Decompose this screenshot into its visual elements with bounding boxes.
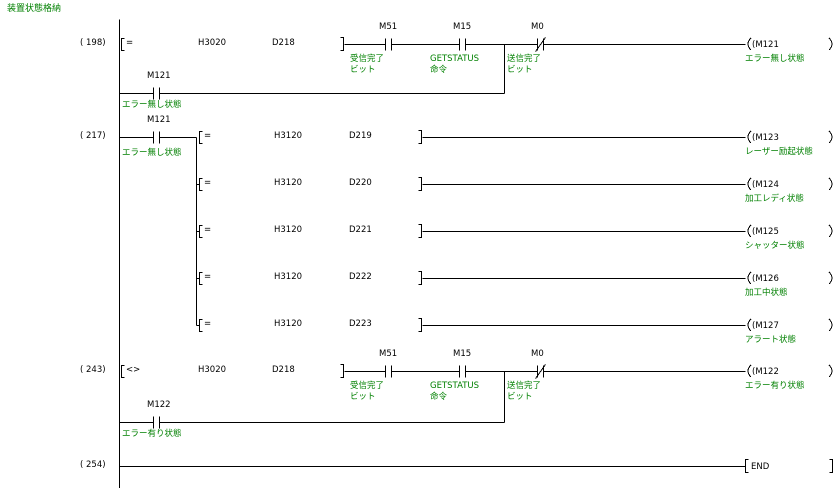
coil-device-label[interactable]: (M126 bbox=[752, 274, 779, 284]
compare-operator: = bbox=[204, 225, 211, 235]
contact-comment: 送信完了 bbox=[507, 53, 541, 64]
coil-comment: アラート状態 bbox=[745, 334, 796, 345]
compare-operator: = bbox=[204, 272, 211, 282]
coil-device-label[interactable]: (M123 bbox=[752, 133, 779, 143]
compare-operand-a: H3120 bbox=[274, 178, 302, 188]
coil-right-arc bbox=[828, 364, 833, 378]
step-number: ( 243) bbox=[80, 365, 106, 375]
contact-device-label[interactable]: M121 bbox=[147, 71, 171, 81]
coil-right-arc bbox=[828, 37, 833, 51]
coil-left-arc bbox=[747, 130, 752, 144]
compare-open-bracket bbox=[199, 272, 203, 285]
compare-operand-a: H3120 bbox=[274, 131, 302, 141]
compare-operator: <> bbox=[126, 365, 140, 375]
coil-left-arc bbox=[747, 271, 752, 285]
coil-comment: シャッター状態 bbox=[745, 240, 805, 251]
compare-operand-a: H3120 bbox=[274, 225, 302, 235]
compare-operand-b: D219 bbox=[349, 131, 372, 141]
contact-device-label[interactable]: M122 bbox=[147, 400, 171, 410]
end-instruction[interactable]: END bbox=[751, 462, 770, 472]
compare-operand-b: D218 bbox=[272, 38, 295, 48]
contact-comment: 命令 bbox=[430, 391, 448, 402]
coil-left-arc bbox=[747, 364, 752, 378]
contact-device-label[interactable]: M121 bbox=[147, 115, 171, 125]
coil-comment: 加工中状態 bbox=[745, 287, 788, 298]
contact-device-label[interactable]: M51 bbox=[379, 22, 397, 32]
coil-device-label[interactable]: (M122 bbox=[752, 367, 779, 377]
compare-close-bracket bbox=[418, 130, 422, 144]
coil-device-label[interactable]: (M127 bbox=[752, 321, 779, 331]
compare-open-bracket bbox=[199, 319, 203, 332]
compare-close-bracket bbox=[418, 271, 422, 285]
contact-comment: エラー無し状態 bbox=[122, 147, 182, 158]
contact-comment: 命令 bbox=[430, 64, 448, 75]
compare-close-bracket bbox=[418, 224, 422, 238]
compare-close-bracket bbox=[340, 364, 344, 378]
coil-comment: エラー無し状態 bbox=[745, 53, 805, 64]
compare-open-bracket bbox=[199, 178, 203, 191]
contact-comment: GETSTATUS bbox=[430, 54, 479, 64]
compare-close-bracket bbox=[340, 37, 344, 51]
compare-operand-a: H3120 bbox=[274, 272, 302, 282]
contact-device-label[interactable]: M0 bbox=[531, 349, 544, 359]
compare-operator: = bbox=[204, 319, 211, 329]
coil-comment: レーザー励起状態 bbox=[745, 146, 813, 157]
coil-device-label[interactable]: (M121 bbox=[752, 40, 779, 50]
compare-operand-b: D220 bbox=[349, 178, 372, 188]
compare-open-bracket bbox=[121, 365, 125, 378]
contact-comment: ビット bbox=[350, 65, 376, 75]
coil-right-arc bbox=[828, 318, 833, 332]
step-number: ( 217) bbox=[80, 131, 106, 141]
coil-right-arc bbox=[828, 177, 833, 191]
coil-left-arc bbox=[747, 177, 752, 191]
contact-device-label[interactable]: M51 bbox=[379, 349, 397, 359]
compare-operator: = bbox=[204, 178, 211, 188]
compare-operator: = bbox=[204, 131, 211, 141]
contact-comment: 受信完了 bbox=[350, 53, 384, 64]
coil-comment: エラー有り状態 bbox=[745, 380, 805, 391]
step-number: ( 198) bbox=[80, 38, 106, 48]
end-close-bracket bbox=[829, 459, 833, 473]
compare-operator: = bbox=[126, 38, 133, 48]
coil-left-arc bbox=[747, 224, 752, 238]
contact-device-label[interactable]: M15 bbox=[453, 349, 471, 359]
compare-operand-b: D221 bbox=[349, 225, 372, 235]
branch-comment: エラー無し状態 bbox=[122, 99, 182, 110]
compare-operand-b: D223 bbox=[349, 319, 372, 329]
step-number: ( 254) bbox=[80, 460, 106, 470]
coil-device-label[interactable]: (M125 bbox=[752, 227, 779, 237]
contact-comment: GETSTATUS bbox=[430, 381, 479, 391]
end-open-bracket bbox=[745, 459, 749, 473]
compare-operand-a: H3020 bbox=[198, 365, 226, 375]
contact-device-label[interactable]: M0 bbox=[531, 22, 544, 32]
branch-comment: エラー有り状態 bbox=[122, 428, 182, 439]
compare-close-bracket bbox=[418, 318, 422, 332]
program-title: 装置状態格納 bbox=[7, 4, 62, 14]
compare-operand-a: H3020 bbox=[198, 38, 226, 48]
coil-comment: 加工レディ状態 bbox=[745, 193, 804, 204]
compare-close-bracket bbox=[418, 177, 422, 191]
coil-right-arc bbox=[828, 271, 833, 285]
contact-comment: ビット bbox=[350, 392, 376, 402]
contact-comment: 受信完了 bbox=[350, 380, 384, 391]
compare-operand-b: D222 bbox=[349, 272, 372, 282]
compare-open-bracket bbox=[121, 38, 125, 51]
contact-comment: ビット bbox=[507, 392, 533, 402]
coil-device-label[interactable]: (M124 bbox=[752, 180, 779, 190]
coil-right-arc bbox=[828, 224, 833, 238]
contact-slash bbox=[535, 364, 546, 379]
contact-device-label[interactable]: M15 bbox=[453, 22, 471, 32]
contact-slash bbox=[535, 37, 546, 52]
compare-open-bracket bbox=[199, 225, 203, 238]
compare-open-bracket bbox=[199, 131, 203, 144]
contact-comment: 送信完了 bbox=[507, 380, 541, 391]
compare-operand-a: H3120 bbox=[274, 319, 302, 329]
coil-right-arc bbox=[828, 130, 833, 144]
coil-left-arc bbox=[747, 37, 752, 51]
compare-operand-b: D218 bbox=[272, 365, 295, 375]
contact-comment: ビット bbox=[507, 65, 533, 75]
coil-left-arc bbox=[747, 318, 752, 332]
